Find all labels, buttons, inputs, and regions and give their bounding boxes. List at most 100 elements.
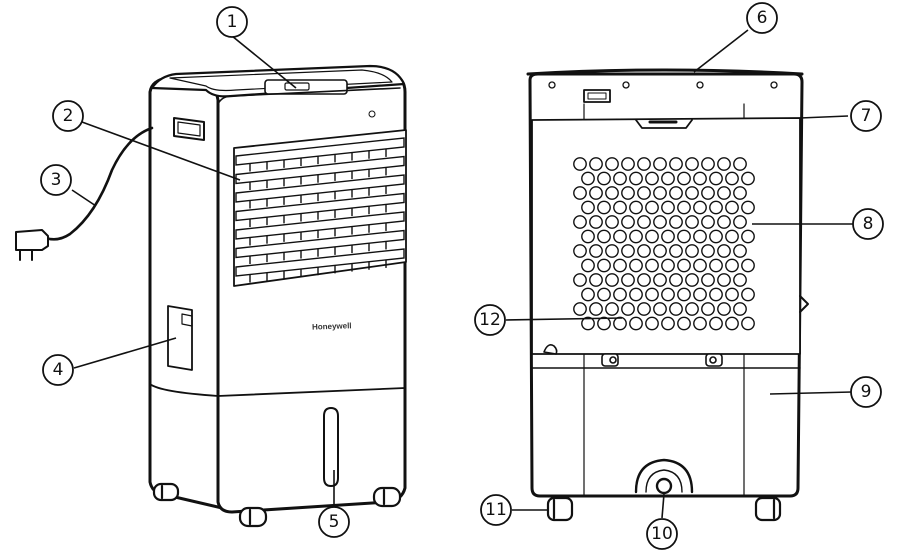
filter-cell: [581, 171, 595, 186]
callout-bubbles: 1 2 3 4 5 6 7 8 9 10 11 12: [40, 2, 884, 550]
leader-lines: [71, 29, 854, 519]
filter-cell: [669, 186, 683, 200]
filter-cell: [621, 157, 635, 171]
filter-cell: [693, 171, 707, 186]
filter-cell: [637, 273, 651, 287]
filter-cell: [677, 200, 691, 215]
leader-4: [73, 337, 177, 369]
filter-cell: [717, 302, 731, 316]
filter-cell: [669, 273, 683, 287]
filter-cell: [605, 157, 619, 171]
callout-2: 2: [52, 100, 84, 132]
filter-cell: [613, 258, 627, 273]
louver-slat: [235, 192, 405, 222]
filter-cell: [629, 171, 643, 186]
filter-cell: [629, 200, 643, 215]
callout-6: 6: [746, 2, 778, 34]
leader-2: [81, 121, 241, 181]
callout-11-label: 11: [485, 500, 507, 520]
filter-cell: [733, 273, 747, 287]
filter-cell: [709, 200, 723, 215]
leader-7: [799, 115, 849, 119]
filter-cell: [613, 287, 627, 302]
filter-cell: [573, 215, 587, 229]
front-panel-edge: [217, 87, 401, 105]
callout-8: 8: [852, 208, 884, 240]
filter-cell: [581, 229, 595, 244]
callout-1: 1: [216, 6, 248, 38]
filter-cell: [653, 186, 667, 200]
filter-cell: [597, 200, 611, 215]
filter-cell: [733, 302, 747, 316]
filter-cell: [629, 316, 643, 331]
filter-cell: [693, 200, 707, 215]
filter-cell: [709, 229, 723, 244]
filter-cell: [605, 302, 619, 316]
power-plug: [15, 229, 49, 261]
filter-cell: [645, 316, 659, 331]
filter-cell: [581, 258, 595, 273]
filter-cell: [597, 171, 611, 186]
filter-cell: [693, 287, 707, 302]
filter-cell: [629, 287, 643, 302]
filter-cell: [661, 229, 675, 244]
filter-cell: [589, 273, 603, 287]
center-caster-housing: [634, 458, 694, 494]
filter-cell: [669, 302, 683, 316]
callout-8-label: 8: [863, 214, 874, 234]
leader-6: [693, 29, 749, 73]
sensor-dots: [368, 110, 376, 118]
front-casters: [152, 482, 402, 528]
filter-cell: [741, 200, 755, 215]
filter-cell: [725, 200, 739, 215]
filter-cell: [661, 258, 675, 273]
brand-logo: Honeywell: [312, 321, 352, 331]
filter-cell: [701, 302, 715, 316]
filter-cell: [725, 171, 739, 186]
leader-12: [505, 317, 623, 321]
filter-cell: [717, 244, 731, 258]
filter-cell: [613, 316, 627, 331]
filter-cell: [581, 316, 595, 331]
callout-10: 10: [646, 518, 678, 550]
filter-cell: [589, 244, 603, 258]
filter-cell: [733, 157, 747, 171]
filter-cell: [637, 244, 651, 258]
filter-cell: [653, 215, 667, 229]
filter-cell: [725, 287, 739, 302]
water-level-window: [323, 407, 339, 487]
side-tab: [799, 295, 809, 313]
filter-cell: [661, 171, 675, 186]
cord-hook: [583, 89, 611, 103]
filter-cell: [669, 157, 683, 171]
filter-cell: [717, 215, 731, 229]
filter-cell: [741, 258, 755, 273]
filter-cell: [573, 244, 587, 258]
filter-cell: [661, 200, 675, 215]
filter-cell: [653, 273, 667, 287]
filter-cell: [701, 157, 715, 171]
filter-cell: [669, 244, 683, 258]
callout-5-label: 5: [329, 512, 340, 532]
filter-cell: [613, 200, 627, 215]
filter-cell: [685, 157, 699, 171]
callout-7: 7: [850, 100, 882, 132]
filter-cell: [629, 229, 643, 244]
callout-6-label: 6: [757, 8, 768, 28]
callout-5: 5: [318, 506, 350, 538]
filter-cell: [629, 258, 643, 273]
filter-cell: [645, 200, 659, 215]
filter-cell: [589, 186, 603, 200]
control-display: [284, 82, 310, 91]
filter-cell: [645, 171, 659, 186]
filter-cell: [669, 215, 683, 229]
callout-4: 4: [42, 354, 74, 386]
front-view-cooler: [15, 64, 407, 528]
filter-cell: [741, 171, 755, 186]
filter-cell: [621, 244, 635, 258]
filter-cell: [621, 302, 635, 316]
callout-10-label: 10: [651, 524, 673, 544]
water-fill-door: [167, 305, 193, 371]
filter-cell: [573, 302, 587, 316]
filter-cell: [597, 229, 611, 244]
